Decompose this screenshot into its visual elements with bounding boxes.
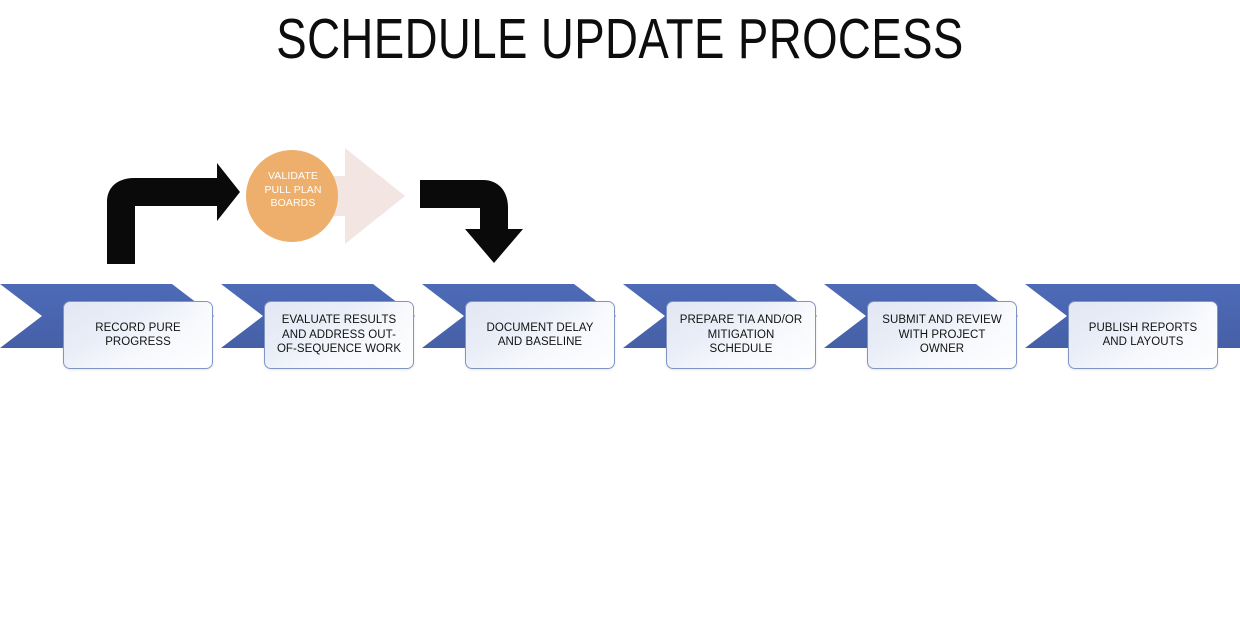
process-step-4[interactable]: PREPARE TIA AND/OR MITIGATION SCHEDULE [666, 301, 816, 369]
page-title: SCHEDULE UPDATE PROCESS [276, 7, 964, 71]
process-step-4-label: PREPARE TIA AND/OR MITIGATION SCHEDULE [679, 314, 803, 356]
process-step-6-label: PUBLISH REPORTS AND LAYOUTS [1088, 321, 1198, 349]
process-step-1[interactable]: RECORD PURE PROGRESS [63, 301, 213, 369]
process-step-5[interactable]: SUBMIT AND REVIEW WITH PROJECT OWNER [867, 301, 1017, 369]
process-step-2-label: EVALUATE RESULTS AND ADDRESS OUT- OF-SEQ… [276, 314, 402, 356]
process-step-5-label: SUBMIT AND REVIEW WITH PROJECT OWNER [882, 314, 1002, 356]
process-step-3-label: DOCUMENT DELAY AND BASELINE [486, 321, 594, 349]
process-step-6[interactable]: PUBLISH REPORTS AND LAYOUTS [1068, 301, 1218, 369]
process-step-1-label: RECORD PURE PROGRESS [95, 321, 181, 349]
process-step-3[interactable]: DOCUMENT DELAY AND BASELINE [465, 301, 615, 369]
process-step-2[interactable]: EVALUATE RESULTS AND ADDRESS OUT- OF-SEQ… [264, 301, 414, 369]
